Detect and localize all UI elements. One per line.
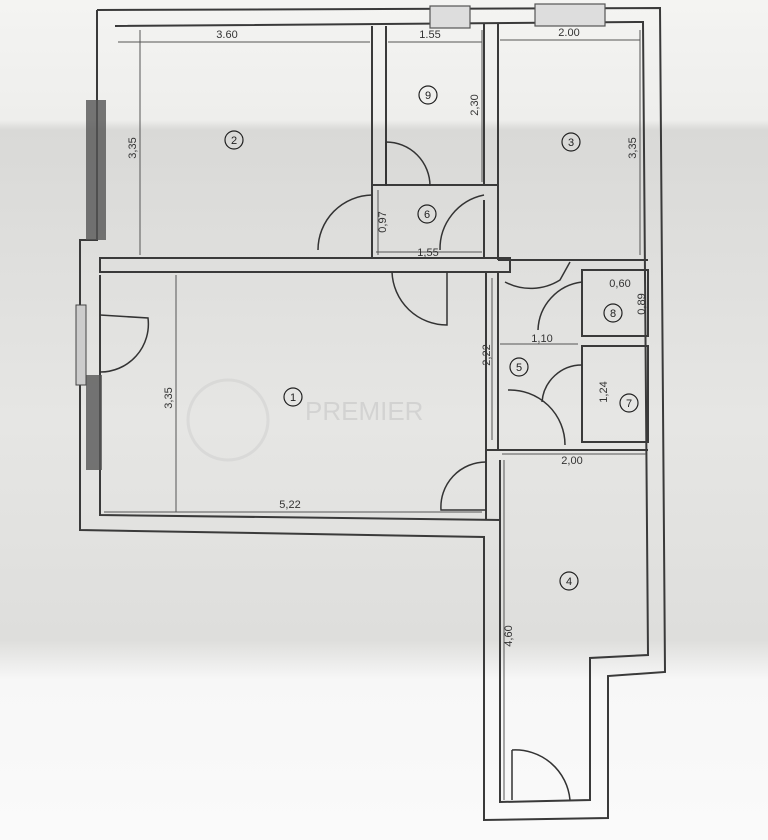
room-3-marker bbox=[561, 132, 581, 152]
dimension-lines bbox=[104, 30, 646, 800]
room-4-marker bbox=[559, 571, 579, 591]
dim-room6-width: 1,55 bbox=[417, 247, 438, 259]
doors bbox=[99, 141, 583, 801]
door-balcony bbox=[99, 314, 150, 373]
door-room4-from1 bbox=[440, 461, 487, 511]
wall-room8 bbox=[581, 269, 649, 337]
room-7-marker bbox=[619, 393, 639, 413]
room-2-marker bbox=[224, 130, 244, 150]
dim-room1-width: 5,22 bbox=[279, 499, 300, 511]
dim-room3-width: 2.00 bbox=[558, 27, 579, 39]
dim-room9-width: 1.55 bbox=[419, 29, 440, 41]
dim-room1-height: 3,35 bbox=[163, 387, 175, 408]
dim-room4-width: 2,00 bbox=[561, 455, 582, 467]
watermark-text: PREMIER bbox=[305, 396, 423, 426]
room-numbers: 1 2 3 4 5 6 7 8 9 bbox=[231, 90, 632, 588]
interior-walls bbox=[99, 24, 649, 520]
room-3-number: 3 bbox=[568, 137, 574, 149]
dim-room8-height: 0,89 bbox=[636, 293, 648, 314]
dim-room5-height: 2,22 bbox=[481, 344, 493, 365]
window-left-upper bbox=[86, 100, 106, 240]
dim-room6-height: 0,97 bbox=[377, 211, 389, 232]
room-1-number: 1 bbox=[290, 392, 296, 404]
dimension-labels: 3.60 1.55 2.00 3,35 2,30 3,35 0,97 1,55 … bbox=[127, 27, 648, 647]
room-9-number: 9 bbox=[425, 90, 431, 102]
room-1-marker bbox=[283, 387, 303, 407]
room-9-marker bbox=[418, 85, 438, 105]
door-room1 bbox=[391, 271, 448, 326]
door-room9 bbox=[385, 141, 431, 187]
dim-room5-width: 1,10 bbox=[531, 333, 552, 345]
outer-wall bbox=[79, 6, 667, 822]
windows bbox=[75, 3, 606, 470]
dim-room9-height: 2,30 bbox=[469, 94, 481, 115]
dim-room4-height: 4,60 bbox=[503, 625, 515, 646]
dim-room2-height: 3,35 bbox=[127, 137, 139, 158]
dim-room8-width: 0,60 bbox=[609, 278, 630, 290]
dim-room7-height: 1,24 bbox=[598, 381, 610, 402]
wall-room7 bbox=[581, 345, 649, 443]
door-entrance bbox=[511, 749, 571, 801]
dim-room3-height: 3,35 bbox=[627, 137, 639, 158]
room-6-marker bbox=[417, 204, 437, 224]
door-room3 bbox=[439, 194, 485, 251]
balcony-door bbox=[75, 304, 87, 386]
door-room2 bbox=[317, 194, 373, 251]
door-room7 bbox=[541, 364, 583, 403]
room-8-marker bbox=[603, 303, 623, 323]
room-7-number: 7 bbox=[626, 398, 632, 410]
room-2-number: 2 bbox=[231, 135, 237, 147]
window-top-left bbox=[429, 5, 471, 29]
dim-room2-width: 3.60 bbox=[216, 29, 237, 41]
inner-wall-line bbox=[99, 20, 650, 804]
door-room3-lower bbox=[504, 261, 571, 290]
wall-mid-horizontal bbox=[99, 257, 511, 273]
room-5-number: 5 bbox=[516, 362, 522, 374]
room-markers bbox=[224, 85, 639, 591]
door-room5 bbox=[507, 389, 566, 446]
outer-walls bbox=[79, 6, 667, 822]
room-5-marker bbox=[509, 357, 529, 377]
door-room8 bbox=[537, 281, 583, 331]
window-top-right bbox=[534, 3, 606, 27]
room-4-number: 4 bbox=[566, 576, 572, 588]
window-left-lower bbox=[86, 375, 102, 470]
watermark-logo bbox=[186, 378, 270, 462]
room-6-number: 6 bbox=[424, 209, 430, 221]
room-8-number: 8 bbox=[610, 308, 616, 320]
